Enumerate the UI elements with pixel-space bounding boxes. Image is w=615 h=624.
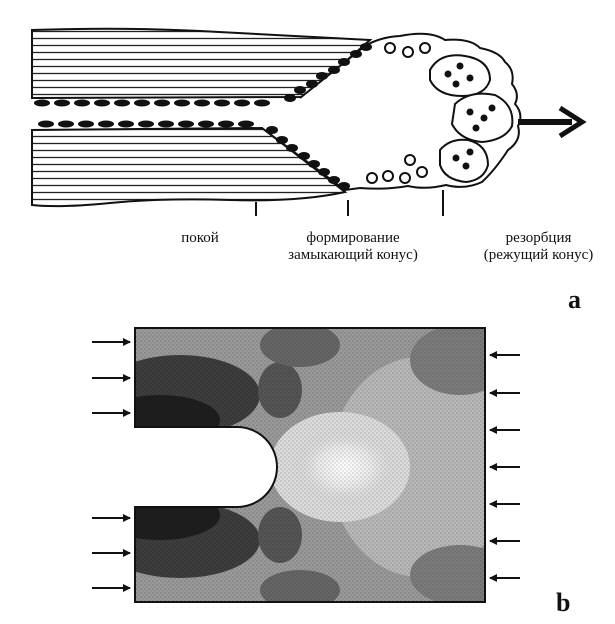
zone-label-resorption: резорбция (режущий конус) bbox=[462, 230, 615, 264]
zone-label-formation: формирование замыкающий конус) bbox=[258, 230, 448, 264]
zone-label-resorption-line1: резорбция bbox=[505, 230, 572, 246]
resting-cells-upper bbox=[34, 99, 270, 107]
resting-cells-lower bbox=[38, 120, 254, 128]
panel-b-diagram bbox=[92, 327, 520, 603]
load-arrows-right bbox=[489, 351, 520, 582]
upper-bone-lamellae bbox=[31, 27, 373, 100]
panel-a-letter: a bbox=[568, 285, 581, 314]
load-arrows-left bbox=[92, 338, 131, 592]
canal-cells bbox=[366, 42, 431, 184]
panel-b-letter: b bbox=[556, 588, 571, 617]
lower-bone-lamellae bbox=[31, 126, 348, 208]
osteoblasts-upper bbox=[284, 43, 372, 102]
panel-a-diagram bbox=[31, 27, 587, 216]
zone-label-resorption-line2: (режущий конус) bbox=[483, 247, 594, 263]
resorption-direction-arrowhead bbox=[558, 105, 587, 139]
zone-label-rest-line1: покой bbox=[181, 230, 219, 246]
zone-label-rest: покой bbox=[160, 230, 240, 247]
osteoblasts-lower bbox=[266, 126, 350, 190]
zone-label-formation-line1: формирование bbox=[306, 230, 400, 246]
panel-b-outline bbox=[134, 327, 486, 603]
osteoclast-nuclei bbox=[444, 62, 496, 170]
zone-label-formation-line2: замыкающий конус) bbox=[288, 247, 418, 263]
